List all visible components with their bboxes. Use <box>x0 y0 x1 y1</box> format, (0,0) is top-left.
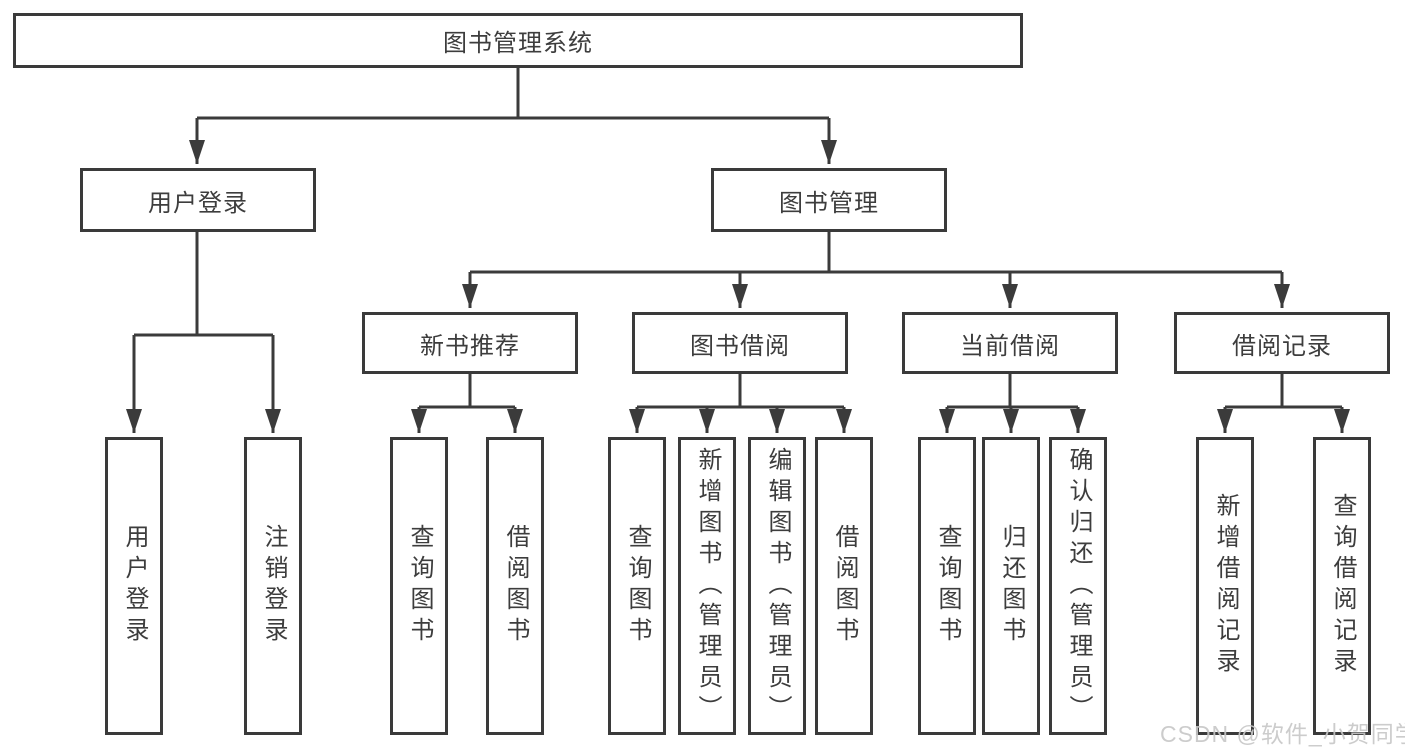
node-current-borrowing: 当前借阅 <box>902 312 1118 374</box>
leaf-query-borrow-record: 查询借阅记录 <box>1313 437 1371 735</box>
node-label: 当前借阅 <box>960 332 1060 360</box>
leaf-logout: 注销登录 <box>244 437 302 735</box>
node-label: 图书管理 <box>779 189 879 217</box>
leaf-confirm-return-admin: 确认归还（管理员） <box>1049 437 1107 735</box>
node-label: 图书管理系统 <box>443 30 593 57</box>
node-label: 归还图书 <box>998 524 1025 648</box>
node-label: 借阅图书 <box>831 524 858 648</box>
node-label: 查询借阅记录 <box>1329 493 1356 679</box>
leaf-query-books-current: 查询图书 <box>918 437 976 735</box>
node-label: 图书借阅 <box>690 332 790 360</box>
leaf-query-books-borrowing: 查询图书 <box>608 437 666 735</box>
node-new-book-recommendation: 新书推荐 <box>362 312 578 374</box>
node-label: 查询图书 <box>934 524 961 648</box>
leaf-add-borrow-record: 新增借阅记录 <box>1196 437 1254 735</box>
node-label: 用户登录 <box>121 524 148 648</box>
leaf-borrow-books-borrowing: 借阅图书 <box>815 437 873 735</box>
node-label: 新书推荐 <box>420 332 520 360</box>
node-label: 注销登录 <box>260 524 287 648</box>
node-book-borrowing: 图书借阅 <box>632 312 848 374</box>
node-book-management: 图书管理 <box>711 168 947 232</box>
node-label: 新增图书（管理员） <box>694 446 721 726</box>
leaf-add-book-admin: 新增图书（管理员） <box>678 437 736 735</box>
node-borrowing-records: 借阅记录 <box>1174 312 1390 374</box>
node-label: 编辑图书（管理员） <box>764 446 791 726</box>
leaf-query-books-recommend: 查询图书 <box>390 437 448 735</box>
node-label: 查询图书 <box>406 524 433 648</box>
node-label: 查询图书 <box>624 524 651 648</box>
node-user-login: 用户登录 <box>80 168 316 232</box>
leaf-edit-book-admin: 编辑图书（管理员） <box>748 437 806 735</box>
leaf-return-book: 归还图书 <box>982 437 1040 735</box>
node-library-management-system: 图书管理系统 <box>13 13 1023 68</box>
node-label: 确认归还（管理员） <box>1065 446 1092 726</box>
node-label: 借阅图书 <box>502 524 529 648</box>
node-label: 新增借阅记录 <box>1212 493 1239 679</box>
node-label: 用户登录 <box>148 189 248 217</box>
leaf-borrow-books-recommend: 借阅图书 <box>486 437 544 735</box>
node-label: 借阅记录 <box>1232 332 1332 360</box>
csdn-watermark: CSDN @软件_小贺同学 <box>1160 721 1405 747</box>
leaf-user-login: 用户登录 <box>105 437 163 735</box>
